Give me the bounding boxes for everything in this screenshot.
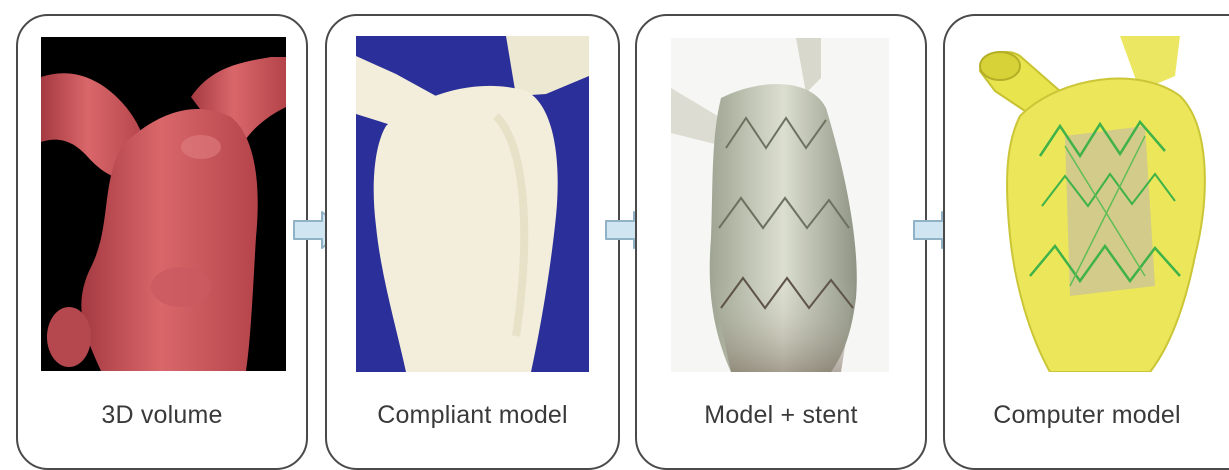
panel-label: Model + stent [637,401,925,430]
computer-model-render [970,36,1220,372]
panel-label: 3D volume [18,401,306,430]
3d-volume-render-image [41,37,286,371]
panel-3d-volume: 3D volume [16,14,308,470]
panel-model-stent: Model + stent [635,14,927,470]
panel-label: Compliant model [327,401,618,430]
panel-label: Computer model [945,401,1229,430]
model-with-stent-photo [671,38,889,372]
compliant-model-photo [356,36,589,372]
panel-computer-model: Computer model [943,14,1229,470]
panel-compliant-model: Compliant model [325,14,620,470]
